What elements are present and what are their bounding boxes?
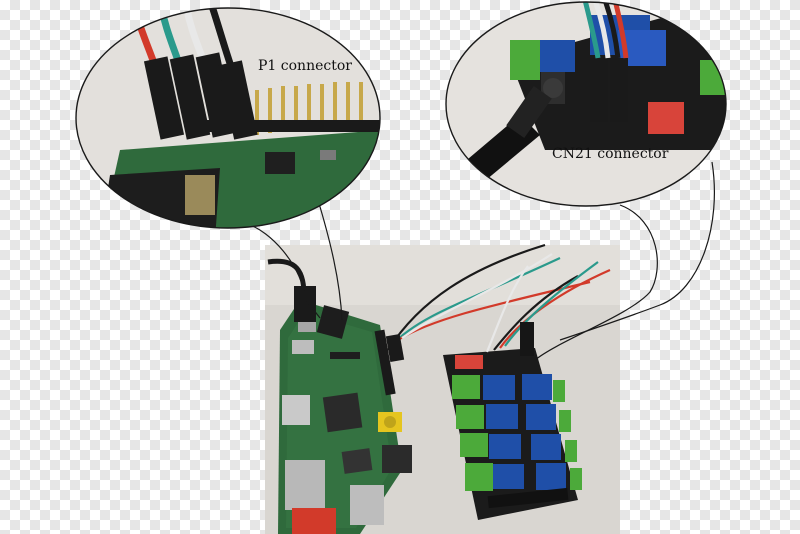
callout-lines — [247, 161, 715, 361]
relay-board — [443, 348, 582, 520]
main-photo — [265, 243, 620, 534]
cn21-zoom-callout: CN21 connector — [445, 1, 727, 207]
cn21-connector-label: CN21 connector — [552, 146, 669, 162]
p1-zoom-callout: P1 connector — [75, 7, 381, 229]
raspberry-pi-board — [278, 300, 412, 534]
p1-connector-label: P1 connector — [258, 58, 352, 74]
